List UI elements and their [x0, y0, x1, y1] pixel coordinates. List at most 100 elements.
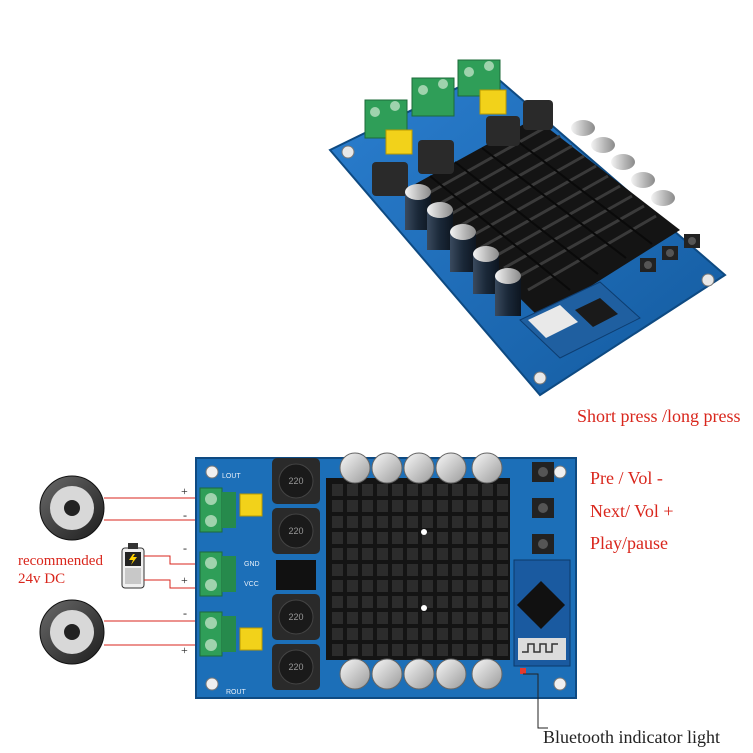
inductor — [486, 116, 520, 146]
inductor-value: 220 — [288, 526, 303, 536]
heatsink-fin — [452, 580, 463, 592]
heatsink-fin — [347, 548, 358, 560]
inductor — [523, 100, 553, 130]
inductor-value: 220 — [288, 476, 303, 486]
heatsink-fin — [422, 564, 433, 576]
heatsink-fin — [497, 596, 508, 608]
heatsink-fin — [347, 500, 358, 512]
heatsink-fin — [422, 628, 433, 640]
yellow-capacitor — [385, 129, 413, 155]
heatsink-fin — [482, 484, 493, 496]
short-long-press-caption: Short press /long press — [577, 406, 741, 426]
heatsink-fin — [422, 596, 433, 608]
polarity-plus: + — [181, 643, 188, 657]
heatsink-fin — [377, 580, 388, 592]
heatsink-fin — [407, 564, 418, 576]
capacitor-row-angled — [405, 184, 521, 316]
heatsink-fin — [392, 564, 403, 576]
board-photo-angled — [328, 59, 727, 397]
heatsink-fin — [482, 612, 493, 624]
heatsink-fin — [392, 580, 403, 592]
heatsink-fin — [437, 484, 448, 496]
heatsink-fin — [407, 596, 418, 608]
mount-hole — [553, 677, 567, 691]
mount-hole — [701, 273, 715, 287]
heatsink-fin — [452, 596, 463, 608]
heatsink-fin — [392, 612, 403, 624]
btn-next-vol-label: Next/ Vol + — [590, 501, 674, 521]
heatsink-fin — [497, 612, 508, 624]
inductor-labels: 220 220 220 220 — [288, 476, 303, 672]
heatsink-fin — [467, 628, 478, 640]
heatsink-fin — [437, 612, 448, 624]
heatsink-fin — [452, 644, 463, 656]
heatsink-topdown — [326, 478, 510, 660]
heatsink-fin — [452, 628, 463, 640]
rout-label: ROUT — [226, 689, 247, 696]
heatsink-fin — [377, 516, 388, 528]
vcc-label: VCC — [244, 581, 259, 588]
heatsink-fin — [437, 500, 448, 512]
heatsink-angled — [408, 118, 680, 318]
heatsink-fin — [377, 596, 388, 608]
heatsink-fin — [482, 644, 493, 656]
mount-hole — [533, 371, 547, 385]
heatsink-fin — [332, 500, 343, 512]
heatsink-fin — [332, 580, 343, 592]
power-recommend-line2: 24v DC — [18, 571, 66, 587]
heatsink-fin — [422, 548, 433, 560]
bluetooth-module-topdown — [513, 559, 571, 674]
heatsink-fin — [332, 644, 343, 656]
polarity-minus: - — [183, 508, 187, 522]
heatsink-fin — [407, 500, 418, 512]
inductor-column — [272, 458, 320, 690]
yellow-capacitor — [239, 493, 263, 517]
terminal-blocks-angled — [364, 59, 501, 139]
heatsink-fin — [362, 596, 373, 608]
inductor-value: 220 — [288, 662, 303, 672]
heatsink-fin — [482, 532, 493, 544]
heatsink-fin — [497, 628, 508, 640]
heatsink-fin — [377, 548, 388, 560]
heatsink-fin — [497, 484, 508, 496]
heatsink-fin — [467, 532, 478, 544]
lout-label: LOUT — [222, 473, 241, 480]
bt-light-callout — [523, 673, 548, 729]
heatsink-fin — [452, 564, 463, 576]
heatsink-fin — [467, 596, 478, 608]
heatsink-fin — [407, 580, 418, 592]
polarity-minus: - — [183, 606, 187, 620]
speaker-bottom-icon — [39, 599, 105, 665]
heatsink-fin — [452, 532, 463, 544]
mount-hole — [341, 145, 355, 159]
pcb-silkscreen: LOUT ROUT GND VCC — [222, 473, 260, 696]
heatsink-fin — [467, 500, 478, 512]
heatsink-fin — [452, 548, 463, 560]
heatsink-fin — [437, 548, 448, 560]
heatsink-fin — [467, 644, 478, 656]
heatsink-fin — [362, 628, 373, 640]
heatsink-fin — [407, 612, 418, 624]
heatsink-fin — [482, 596, 493, 608]
heatsink-fin — [377, 564, 388, 576]
heatsink-fin — [437, 644, 448, 656]
heatsink-fin — [482, 564, 493, 576]
heatsink-fin — [467, 548, 478, 560]
heatsink-fin — [347, 612, 358, 624]
heatsink-fin — [437, 596, 448, 608]
heatsink-fin — [332, 628, 343, 640]
heatsink-fin — [347, 532, 358, 544]
heatsink-fin — [452, 500, 463, 512]
heatsink-fin — [452, 516, 463, 528]
yellow-capacitor — [479, 89, 507, 115]
heatsink-fin — [332, 516, 343, 528]
heatsink-fin — [362, 548, 373, 560]
heatsink-fin — [467, 564, 478, 576]
heatsink-fin — [482, 628, 493, 640]
battery-icon — [121, 543, 145, 589]
inductor — [372, 162, 408, 196]
heatsink-fin — [377, 532, 388, 544]
heatsink-fin — [332, 564, 343, 576]
heatsink-fin — [407, 516, 418, 528]
mount-hole — [553, 465, 567, 479]
